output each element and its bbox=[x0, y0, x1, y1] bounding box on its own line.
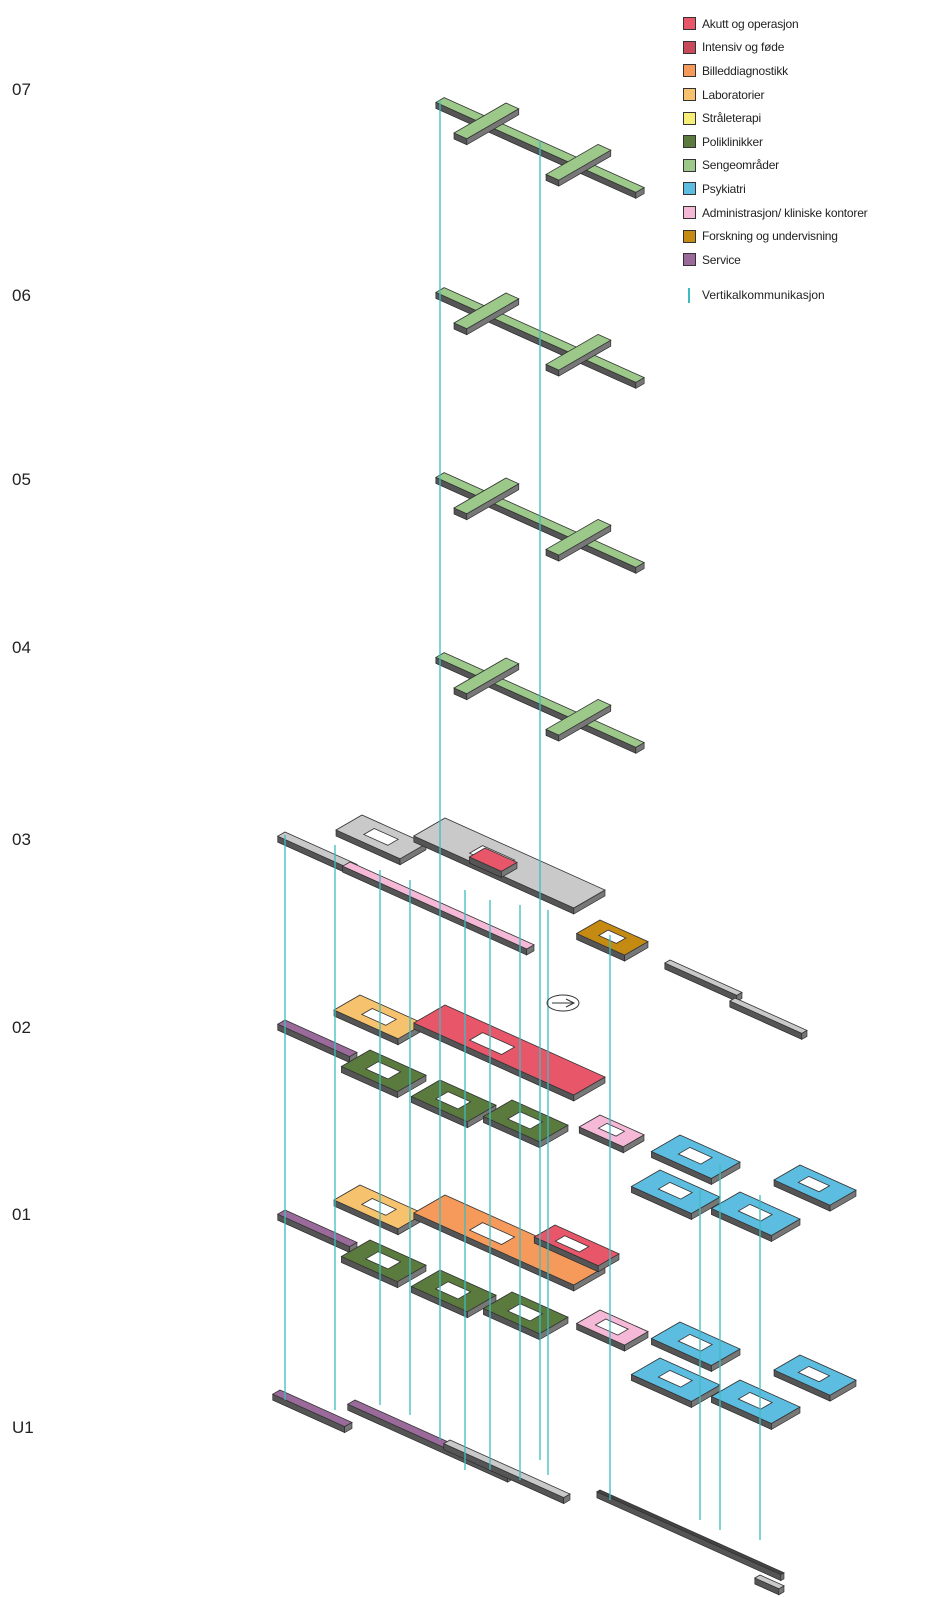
floor01-akutt-courtyard bbox=[554, 1235, 590, 1253]
floor-label-u1: U1 bbox=[12, 1418, 34, 1437]
floor01-poli-1-courtyard bbox=[364, 1251, 402, 1270]
floor03-research-courtyard bbox=[597, 929, 627, 944]
floor01-psych-2-courtyard bbox=[657, 1369, 694, 1388]
legend-label: Laboratorier bbox=[702, 87, 765, 102]
bed-wing-cross-07 bbox=[545, 143, 612, 181]
bed-wing-cross-04 bbox=[453, 657, 520, 695]
floor-label-01: 01 bbox=[12, 1205, 31, 1224]
legend-swatch bbox=[683, 253, 696, 267]
legend-swatch bbox=[683, 40, 696, 54]
floor02-psych-3-courtyard bbox=[737, 1203, 774, 1222]
legend-item: Laboratorier bbox=[683, 83, 923, 107]
legend-item: Billeddiagnostikk bbox=[683, 59, 923, 83]
legend-item: Poliklinikker bbox=[683, 130, 923, 154]
u1-corridor-edge bbox=[443, 1443, 565, 1505]
floor03-service-wing-edge bbox=[277, 835, 351, 876]
legend-vertical-label: Vertikalkommunikasjon bbox=[702, 288, 825, 303]
floor02-psych-1-courtyard bbox=[677, 1146, 714, 1165]
bed-wing-cross-05 bbox=[545, 518, 612, 556]
floor01-psych-4-courtyard bbox=[797, 1365, 831, 1383]
floor01-service-wing bbox=[276, 1209, 358, 1248]
floor-label-02: 02 bbox=[12, 1018, 31, 1037]
floor01-psych-3-courtyard bbox=[737, 1391, 774, 1410]
legend-label: Administrasjon/ kliniske kontorer bbox=[702, 205, 868, 220]
legend-item: Intensiv og føde bbox=[683, 36, 923, 60]
floor02-akutt-courtyard bbox=[468, 1032, 516, 1055]
legend-item: Akutt og operasjon bbox=[683, 12, 923, 36]
vertical-line-swatch bbox=[688, 287, 690, 303]
floor03-annex-1 bbox=[663, 959, 743, 996]
floor03-annex-2 bbox=[728, 997, 808, 1034]
legend-item: Administrasjon/ kliniske kontorer bbox=[683, 201, 923, 225]
floor02-poli-3-courtyard bbox=[506, 1111, 544, 1130]
legend-label: Intensiv og føde bbox=[702, 40, 785, 55]
floor-label-04: 04 bbox=[12, 638, 31, 657]
legend-vertical-communication: Vertikalkommunikasjon bbox=[683, 287, 923, 303]
floor-label-03: 03 bbox=[12, 830, 31, 849]
legend-swatch bbox=[683, 64, 696, 78]
floor01-imaging-courtyard bbox=[468, 1222, 516, 1245]
floor02-psych-4-courtyard bbox=[797, 1175, 831, 1193]
legend-swatch bbox=[683, 88, 696, 102]
legend: Akutt og operasjon Intensiv og føde Bill… bbox=[683, 12, 923, 303]
bed-wing-cross-04 bbox=[545, 698, 612, 736]
floor03-annex-1-edge bbox=[664, 962, 738, 1002]
legend-swatch bbox=[683, 182, 696, 196]
legend-item: Sengeområder bbox=[683, 154, 923, 178]
legend-swatch bbox=[683, 17, 696, 31]
legend-label: Sengeområder bbox=[702, 158, 779, 173]
u1-tunnel bbox=[596, 1489, 785, 1576]
legend-swatch bbox=[683, 135, 696, 149]
floor03-block-a-courtyard bbox=[362, 828, 400, 846]
bed-wing-cross-05 bbox=[453, 477, 520, 515]
floor01-lab-courtyard bbox=[360, 1198, 398, 1216]
legend-item: Forskning og undervisning bbox=[683, 224, 923, 248]
floor02-lab-courtyard bbox=[360, 1008, 398, 1026]
u1-end-node bbox=[753, 1574, 785, 1590]
legend-label: Poliklinikker bbox=[702, 134, 763, 149]
u1-service-spine-edge bbox=[347, 1403, 509, 1483]
u1-tunnel-edge bbox=[596, 1491, 782, 1582]
floor-label-07: 07 bbox=[12, 80, 31, 99]
bed-wing-cross-06 bbox=[453, 292, 520, 330]
legend-label: Akutt og operasjon bbox=[702, 16, 799, 31]
bed-wing-cross-06 bbox=[545, 333, 612, 371]
floor01-psych-1-courtyard bbox=[677, 1333, 714, 1352]
legend-label: Stråleterapi bbox=[702, 111, 761, 126]
floor02-service-wing-edge bbox=[277, 1023, 351, 1064]
legend-swatch bbox=[683, 229, 696, 243]
floor01-service-wing-edge bbox=[277, 1213, 351, 1254]
floor01-poli-3-courtyard bbox=[506, 1303, 544, 1322]
legend-swatch bbox=[683, 111, 696, 125]
legend-item: Psykiatri bbox=[683, 177, 923, 201]
bed-wing-cross-07 bbox=[453, 102, 520, 140]
floor03-akutt bbox=[468, 847, 518, 872]
floor02-service-wing bbox=[276, 1019, 358, 1058]
floor02-psych-2-courtyard bbox=[657, 1181, 694, 1200]
u1-service-wing bbox=[271, 1389, 353, 1428]
floor03-annex-2-edge bbox=[729, 1000, 803, 1040]
floor03-admin-spine bbox=[341, 861, 535, 950]
legend-label: Service bbox=[702, 252, 741, 267]
legend-label: Billeddiagnostikk bbox=[702, 63, 788, 78]
u1-corridor bbox=[442, 1439, 571, 1499]
floor-plates bbox=[271, 97, 857, 1596]
legend-swatch bbox=[683, 206, 696, 220]
legend-item: Stråleterapi bbox=[683, 106, 923, 130]
legend-swatch bbox=[683, 158, 696, 172]
legend-label: Psykiatri bbox=[702, 181, 746, 196]
floor02-admin-courtyard bbox=[597, 1122, 626, 1137]
floor02-poli-1-courtyard bbox=[364, 1061, 402, 1080]
legend-item: Service bbox=[683, 248, 923, 272]
legend-label: Forskning og undervisning bbox=[702, 229, 838, 244]
floor01-admin-courtyard bbox=[594, 1318, 630, 1336]
vertical-communication-lines bbox=[284, 100, 761, 1540]
floor-label-06: 06 bbox=[12, 286, 31, 305]
floor-label-05: 05 bbox=[12, 470, 31, 489]
north-arrow-icon bbox=[546, 994, 580, 1012]
u1-service-wing-edge bbox=[272, 1393, 346, 1434]
